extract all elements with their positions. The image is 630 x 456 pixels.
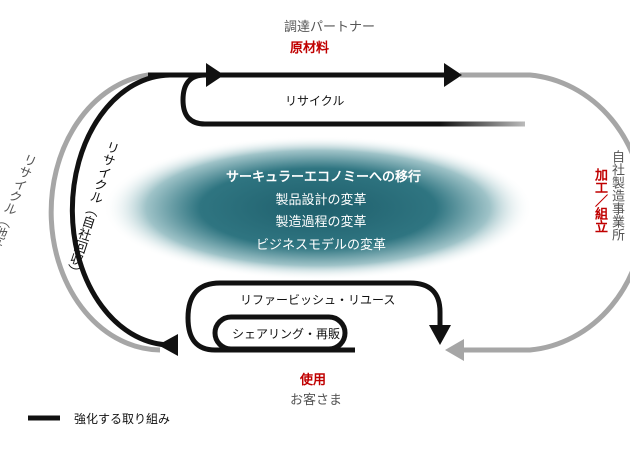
refurbish-loop [185, 280, 443, 353]
center-title: サーキュラーエコノミーへの移行 [226, 170, 422, 185]
legend-text: 強化する取り組み [74, 412, 171, 426]
use-role: 使用 [300, 373, 327, 388]
center-line-2: 製造過程の変革 [275, 215, 367, 230]
process-role: 加工／組立 [592, 168, 607, 233]
sharing-label: シェアリング・再販 [232, 327, 341, 341]
main-flow-bottom-arrowhead [158, 334, 178, 356]
sharing-loop [212, 314, 348, 352]
center-line-1: 製品設計の変革 [275, 193, 367, 208]
use-label: お客さま [290, 393, 343, 408]
outer-loop-gray-right [455, 72, 630, 353]
recycle-own-loop [69, 72, 215, 348]
main-flow-top-arrowhead-right [444, 63, 462, 87]
inner-recycle-loop [180, 72, 525, 127]
supplier-label: 調達パートナー [284, 20, 376, 35]
outer-loop-gray-left [48, 72, 210, 353]
center-glow [103, 136, 533, 280]
center-line-3: ビジネスモデルの変革 [255, 238, 386, 253]
supplier-role: 原材料 [290, 41, 330, 56]
refurbish-arrowhead [429, 325, 451, 345]
outer-loop-gray-arrowhead [445, 339, 464, 361]
process-label: 自社製造事業所 [609, 150, 624, 241]
refurbish-label: リファービッシュ・リユース [240, 293, 396, 307]
inner-recycle-label: リサイクル [285, 94, 345, 108]
